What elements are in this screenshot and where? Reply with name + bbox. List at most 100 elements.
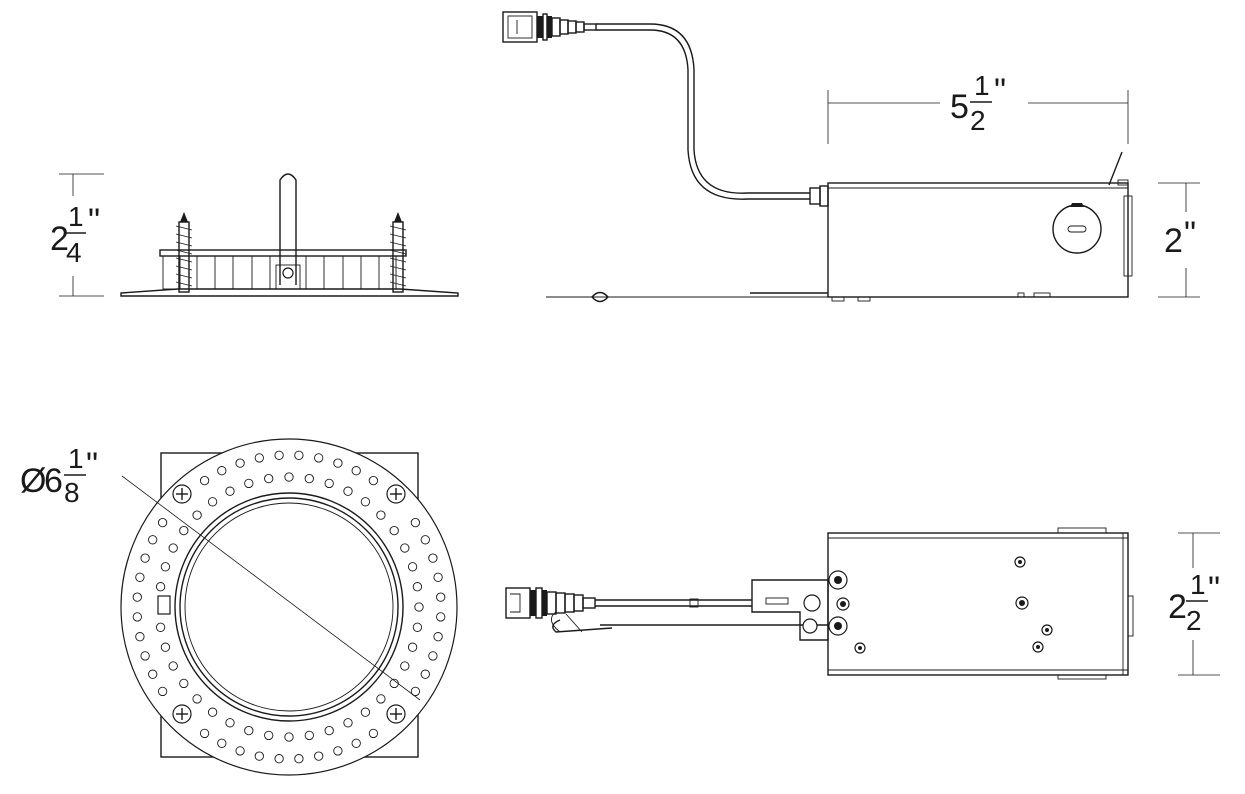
box-height-dim-lines — [1158, 182, 1200, 298]
mount-screw-bl — [172, 704, 192, 724]
side-ribs — [179, 256, 397, 289]
perforation-hole — [155, 622, 166, 632]
side-center-post — [279, 173, 297, 285]
perforation-hole — [360, 707, 371, 717]
perforation-hole — [343, 486, 353, 496]
perforation-hole — [132, 612, 142, 622]
perforation-hole — [264, 473, 274, 484]
box-height-unit: " — [1184, 215, 1196, 253]
perforation-hole — [410, 686, 421, 697]
perforation-hole — [199, 475, 210, 486]
perforation-hole — [140, 553, 150, 563]
perforation-hole — [360, 497, 371, 507]
perforation-hole — [304, 473, 314, 484]
perforation-hole — [225, 486, 235, 496]
perforation-hole — [168, 661, 178, 671]
length-den: 2 — [970, 105, 986, 136]
safety-wire-loop — [552, 619, 613, 633]
perforation-hole — [157, 686, 168, 697]
perforation-hole — [217, 466, 227, 476]
perforation-hole — [225, 718, 235, 728]
perforation-hole — [407, 562, 418, 572]
perforation-hole — [284, 732, 294, 742]
perforation-hole — [244, 478, 254, 489]
perforation-hole — [135, 572, 145, 582]
height-side-unit: " — [88, 202, 100, 240]
cable-grommet — [819, 185, 829, 207]
width-den: 2 — [1186, 605, 1202, 636]
length-label: 5 1 2 " — [950, 70, 1006, 136]
perforation-hole — [179, 525, 189, 536]
diameter-unit: " — [86, 446, 98, 484]
perforation-hole — [179, 678, 189, 689]
junction-box-side-view: 5 1 2 " 2 " — [502, 11, 1200, 303]
perforation-hole — [235, 458, 245, 468]
length-num: 1 — [974, 70, 990, 101]
width-label: 2 1 2 " — [1168, 569, 1220, 636]
cable-strain-relief — [809, 187, 821, 205]
perforation-hole — [400, 661, 410, 671]
length-whole: 5 — [950, 88, 969, 126]
perforation-hole — [368, 475, 379, 486]
side-flange — [120, 288, 459, 297]
width-unit: " — [1208, 570, 1220, 608]
cable-upper — [596, 23, 810, 194]
perforation-hole — [199, 728, 210, 739]
width-whole: 2 — [1168, 588, 1187, 626]
side-post-bracket — [275, 264, 301, 290]
perforation-hole — [368, 728, 379, 739]
bottom-connector — [505, 587, 596, 619]
outer-flange — [120, 438, 458, 776]
mount-screw-tl — [172, 484, 192, 504]
perforation-holes — [132, 450, 446, 764]
side-clip — [157, 595, 171, 615]
front-view: Ø 6 1 8 " — [20, 438, 458, 776]
perforation-hole — [160, 642, 171, 652]
perforation-hole — [333, 458, 343, 468]
perforation-hole — [389, 525, 399, 536]
perforation-hole — [192, 694, 202, 704]
perforation-hole — [160, 562, 171, 572]
perforation-hole — [314, 453, 324, 463]
diameter-whole: 6 — [44, 462, 63, 500]
perforation-hole — [254, 453, 264, 463]
perforation-hole — [244, 725, 254, 736]
grounding-screws — [828, 556, 1053, 654]
diameter-den: 8 — [64, 477, 80, 508]
length-unit: " — [994, 72, 1006, 110]
perforation-hole — [304, 730, 314, 741]
perforation-hole — [148, 669, 158, 679]
height-side-den: 4 — [66, 237, 82, 268]
side-view: 2 1 4 " — [50, 173, 459, 297]
mount-screw-br — [386, 704, 406, 724]
perforation-hole — [420, 669, 430, 679]
aperture-middle — [179, 497, 399, 717]
perforation-hole — [376, 694, 386, 704]
box-top — [827, 532, 1129, 676]
perforation-hole — [407, 642, 418, 652]
perforation-hole — [294, 754, 304, 764]
perforation-hole — [135, 632, 145, 642]
diameter-prefix: Ø — [20, 462, 46, 500]
perforation-hole — [436, 592, 446, 602]
box-bottom-feet — [831, 292, 1051, 302]
perforation-hole — [324, 478, 334, 489]
cable-lower — [596, 29, 810, 200]
perforation-hole — [157, 517, 168, 528]
height-side-whole: 2 — [50, 220, 69, 258]
perforation-hole — [428, 553, 438, 563]
perforation-hole — [433, 572, 443, 582]
diameter-num: 1 — [68, 443, 84, 474]
perforation-hole — [192, 510, 202, 520]
perforation-hole — [148, 535, 158, 545]
width-dim-lines — [1178, 532, 1220, 676]
knockout-slot — [1067, 225, 1087, 233]
perforation-hole — [412, 582, 423, 592]
safety-loop — [591, 291, 609, 303]
perforation-hole — [428, 651, 438, 661]
length-dim-lines — [827, 90, 1129, 144]
perforation-hole — [433, 632, 443, 642]
perforation-hole — [376, 510, 386, 520]
perforation-hole — [420, 535, 430, 545]
